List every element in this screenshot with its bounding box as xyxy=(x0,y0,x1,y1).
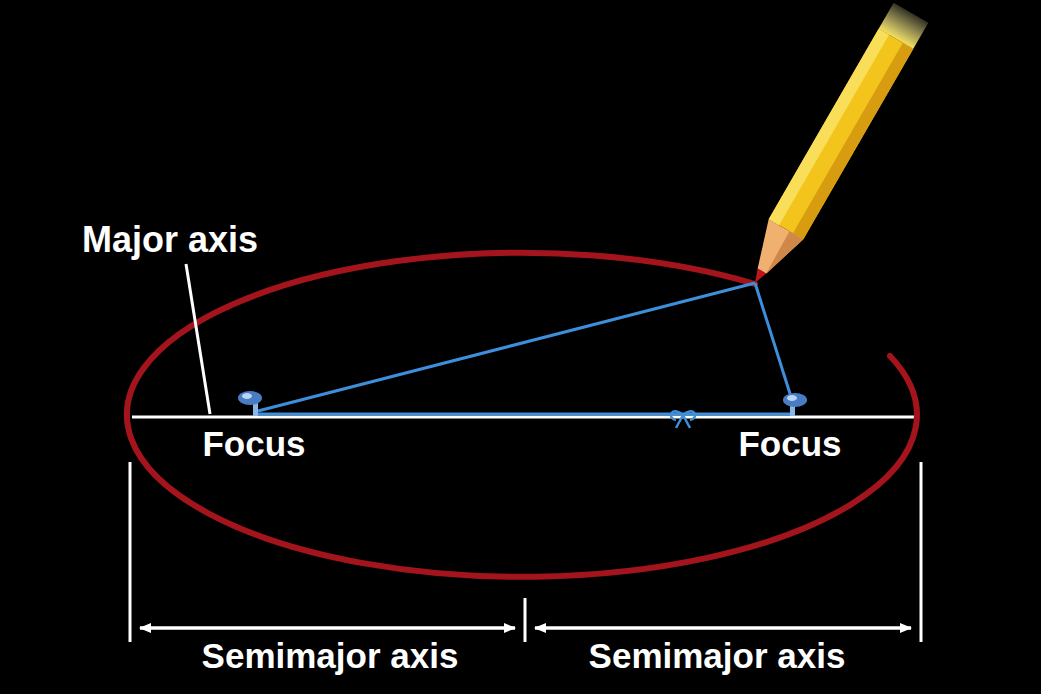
push-pin xyxy=(238,391,262,416)
leader-line xyxy=(186,264,210,414)
major-axis-line xyxy=(132,416,918,419)
dimension-bracket xyxy=(130,462,921,642)
string xyxy=(258,283,792,428)
ellipse-curve xyxy=(127,253,917,577)
axis-label: Major axis xyxy=(82,220,258,260)
dimension-label: Semimajor axis xyxy=(589,637,846,676)
focus-label: Focus xyxy=(738,425,841,464)
pencil xyxy=(738,3,929,293)
push-pin xyxy=(783,393,807,416)
focus-label: Focus xyxy=(202,425,305,464)
dimension-label: Semimajor axis xyxy=(202,637,459,676)
